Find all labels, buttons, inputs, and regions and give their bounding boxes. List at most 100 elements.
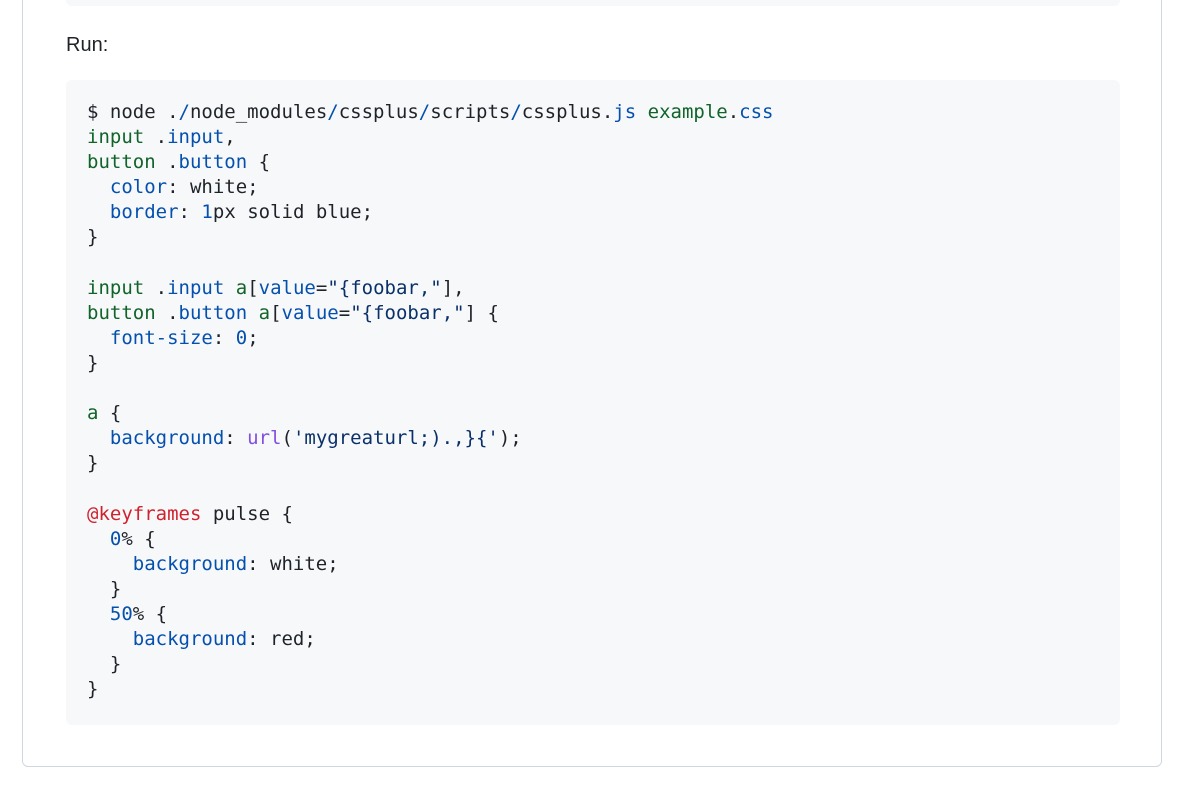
code-token: % { xyxy=(132,602,168,625)
code-token: . xyxy=(727,101,740,123)
code-token: ; xyxy=(247,326,259,349)
code-token: px solid blue; xyxy=(212,201,374,224)
code-token xyxy=(87,176,110,198)
code-line: } xyxy=(87,577,1099,602)
code-line: } xyxy=(87,351,1099,376)
code-token: css xyxy=(739,101,774,123)
code-line xyxy=(87,376,1099,401)
code-line: } xyxy=(87,225,1099,250)
code-token: cssplus xyxy=(338,101,419,123)
code-token: a xyxy=(235,276,248,299)
code-token: : xyxy=(224,427,248,450)
code-line: input .input a[value="{foobar,"], xyxy=(87,276,1099,301)
code-token: example xyxy=(647,101,728,123)
code-line xyxy=(87,476,1099,501)
code-token: / xyxy=(510,101,522,123)
code-token: [ xyxy=(270,301,282,324)
code-line: } xyxy=(87,451,1099,476)
code-token: . xyxy=(167,101,179,123)
code-token: . xyxy=(155,151,179,174)
code-token: } xyxy=(87,653,122,676)
code-token xyxy=(636,101,647,123)
code-token: font-size xyxy=(109,326,213,349)
code-line: 0% { xyxy=(87,527,1099,552)
code-token: { xyxy=(98,402,122,425)
code-line: $ node ./node_modules/cssplus/scripts/cs… xyxy=(87,100,1099,125)
code-token: input xyxy=(167,126,225,149)
code-line xyxy=(87,251,1099,276)
code-token: ], xyxy=(441,276,465,299)
code-token: . xyxy=(155,301,179,324)
code-token: } xyxy=(87,678,99,701)
code-line: background: white; xyxy=(87,552,1099,577)
code-token: $ node xyxy=(87,101,168,123)
code-token: { xyxy=(247,151,271,174)
code-line: background: url('mygreaturl;).,}{'); xyxy=(87,426,1099,451)
code-token xyxy=(87,327,110,349)
code-line: button .button a[value="{foobar,"] { xyxy=(87,301,1099,326)
code-token: : xyxy=(212,326,236,349)
code-line: button .button { xyxy=(87,150,1099,175)
code-token: ( xyxy=(281,427,293,450)
code-token: scripts xyxy=(430,101,511,123)
code-token xyxy=(247,302,258,324)
code-token: : red; xyxy=(247,627,316,650)
code-token: a xyxy=(87,402,99,425)
code-token: value xyxy=(258,276,316,299)
code-token: = xyxy=(315,276,328,299)
code-token: . xyxy=(144,126,168,149)
code-token: % { xyxy=(121,527,156,550)
code-token: js xyxy=(613,101,637,123)
code-token: background xyxy=(132,552,248,575)
code-token: . xyxy=(144,276,168,299)
code-token: input xyxy=(87,126,145,149)
code-line: } xyxy=(87,652,1099,677)
code-token: = xyxy=(338,301,351,324)
code-token xyxy=(87,427,110,449)
code-token xyxy=(87,603,110,625)
code-token: button xyxy=(87,151,156,174)
code-token: button xyxy=(87,301,156,324)
code-token: url xyxy=(247,427,282,450)
code-token: input xyxy=(167,276,225,299)
code-token: input xyxy=(87,276,145,299)
code-token xyxy=(87,528,110,550)
code-token: } xyxy=(87,577,122,600)
code-token: border xyxy=(109,201,179,224)
code-token: button xyxy=(178,301,248,324)
code-token: } xyxy=(87,226,99,249)
code-token: a xyxy=(258,301,271,324)
code-line: } xyxy=(87,677,1099,702)
code-token: / xyxy=(327,101,339,123)
code-content[interactable]: $ node ./node_modules/cssplus/scripts/cs… xyxy=(87,100,1099,702)
code-token: / xyxy=(178,101,190,123)
code-block[interactable]: $ node ./node_modules/cssplus/scripts/cs… xyxy=(66,80,1120,725)
code-token: , xyxy=(224,126,236,149)
code-token: 'mygreaturl;).,}{' xyxy=(292,427,499,450)
code-token: : xyxy=(178,201,202,224)
code-token xyxy=(87,553,133,575)
readme-card: Run: $ node ./node_modules/cssplus/scrip… xyxy=(22,0,1162,767)
code-line: color: white; xyxy=(87,175,1099,200)
code-token: ); xyxy=(498,427,522,450)
code-token: } xyxy=(87,351,99,374)
code-line: input .input, xyxy=(87,125,1099,150)
code-token xyxy=(87,201,110,223)
code-token: button xyxy=(178,151,248,174)
code-token: / xyxy=(418,101,431,123)
code-token: "{foobar," xyxy=(350,301,465,324)
code-token: 0 xyxy=(235,326,248,349)
code-token: : white; xyxy=(167,176,259,199)
code-token: 0 xyxy=(109,527,122,550)
code-token: pulse { xyxy=(201,502,293,525)
code-token: node_modules xyxy=(189,101,328,123)
code-token: @keyframes xyxy=(87,502,202,525)
code-token: background xyxy=(132,627,248,650)
code-token: background xyxy=(109,427,225,450)
code-line: border: 1px solid blue; xyxy=(87,200,1099,225)
code-line: 50% { xyxy=(87,602,1099,627)
code-line: a { xyxy=(87,401,1099,426)
code-token xyxy=(87,628,133,650)
code-token: value xyxy=(281,301,339,324)
code-line: background: red; xyxy=(87,627,1099,652)
